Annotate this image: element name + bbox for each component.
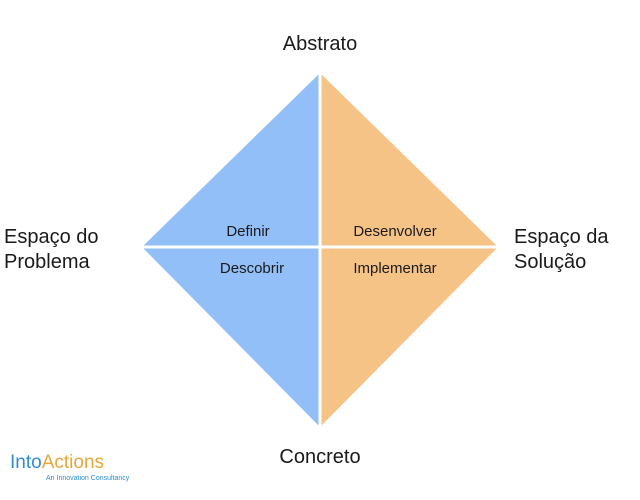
problem-space-region (142, 73, 320, 427)
axis-label-solution-space-line2: Solução (514, 251, 587, 273)
logo-tagline: An Innovation Consultancy (46, 475, 130, 482)
axis-label-problem-space-line1: Espaço do (4, 226, 99, 248)
axis-label-abstract: Abstrato (282, 33, 358, 55)
axis-label-problem-space: Espaço do Problema (0, 225, 118, 275)
logo-wordmark: IntoActions (10, 452, 104, 474)
logo-word-into: Into (10, 452, 42, 473)
quadrant-label-define: Definir (226, 223, 270, 240)
axis-label-solution-space-line1: Espaço da (514, 226, 609, 248)
logo-word-actions: Actions (41, 452, 105, 473)
intoactions-logo: IntoActions An Innovation Consultancy (10, 452, 130, 488)
quadrant-label-develop: Desenvolver (353, 223, 437, 240)
axis-label-solution-space: Espaço da Solução (514, 225, 638, 275)
quadrant-label-discover: Descobrir (219, 260, 285, 277)
quadrant-label-implement: Implementar (353, 260, 437, 277)
solution-space-region (320, 73, 498, 427)
axis-label-problem-space-line2: Problema (4, 251, 90, 273)
axis-label-concrete: Concreto (279, 446, 361, 468)
